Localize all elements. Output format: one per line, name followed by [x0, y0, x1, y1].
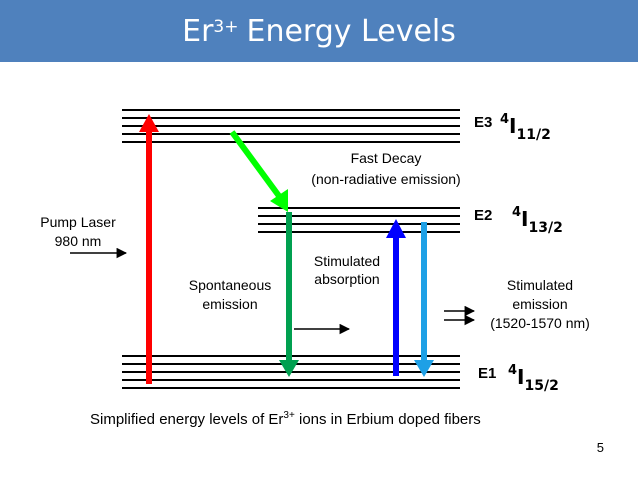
e1-term-base: I — [517, 365, 524, 389]
caption-after: ions in Erbium doped fibers — [294, 411, 481, 428]
e2-term-sup: 4 — [512, 205, 521, 220]
title-rest: Energy Levels — [246, 13, 456, 49]
e1-term-symbol: 4I15/2 — [508, 363, 559, 394]
fast-decay-label-line1: Fast Decay — [351, 150, 422, 166]
e3-term-symbol: 4I11/2 — [500, 112, 551, 143]
e2-label: E2 — [474, 207, 492, 224]
fast-decay-arrow — [229, 130, 288, 212]
e3-level-lines — [122, 109, 460, 143]
absorption-label-line1: Stimulated — [314, 253, 380, 269]
e3-term-sub: 11/2 — [517, 127, 551, 143]
stimulated-label-line2: emission — [512, 296, 567, 312]
caption-superscript: 3+ — [283, 410, 295, 421]
stimulated-label-line1: Stimulated — [507, 277, 573, 293]
stimulated-emission-arrow — [414, 222, 434, 377]
e3-label: E3 — [474, 114, 492, 131]
fast-decay-label-line2: (non-radiative emission) — [311, 171, 460, 187]
e2-term-base: I — [521, 207, 528, 231]
spontaneous-emission-arrow — [279, 212, 299, 377]
e3-term-base: I — [509, 114, 516, 138]
page-number: 5 — [596, 440, 604, 455]
stimulated-label-line3: (1520-1570 nm) — [490, 315, 590, 331]
stimulated-absorption-arrow — [386, 219, 406, 376]
absorption-label-line2: absorption — [314, 271, 379, 287]
pump-label-line1: Pump Laser — [40, 214, 116, 230]
e3-term-sup: 4 — [500, 112, 509, 127]
title-base: Er — [182, 13, 214, 49]
pump-label-line2: 980 nm — [55, 233, 102, 249]
e2-term-sub: 13/2 — [529, 220, 563, 236]
caption-before: Simplified energy levels of Er — [90, 411, 284, 428]
pump-arrow — [139, 114, 159, 384]
e2-term-symbol: 4I13/2 — [512, 205, 563, 236]
e1-label: E1 — [478, 365, 496, 382]
title-superscript: 3+ — [213, 17, 239, 37]
e1-term-sub: 15/2 — [525, 378, 559, 394]
figure-caption: Simplified energy levels of Er3+ ions in… — [90, 410, 481, 428]
spontaneous-label-line1: Spontaneous — [189, 277, 272, 293]
spontaneous-label-line2: emission — [202, 296, 257, 312]
e1-term-sup: 4 — [508, 363, 517, 378]
